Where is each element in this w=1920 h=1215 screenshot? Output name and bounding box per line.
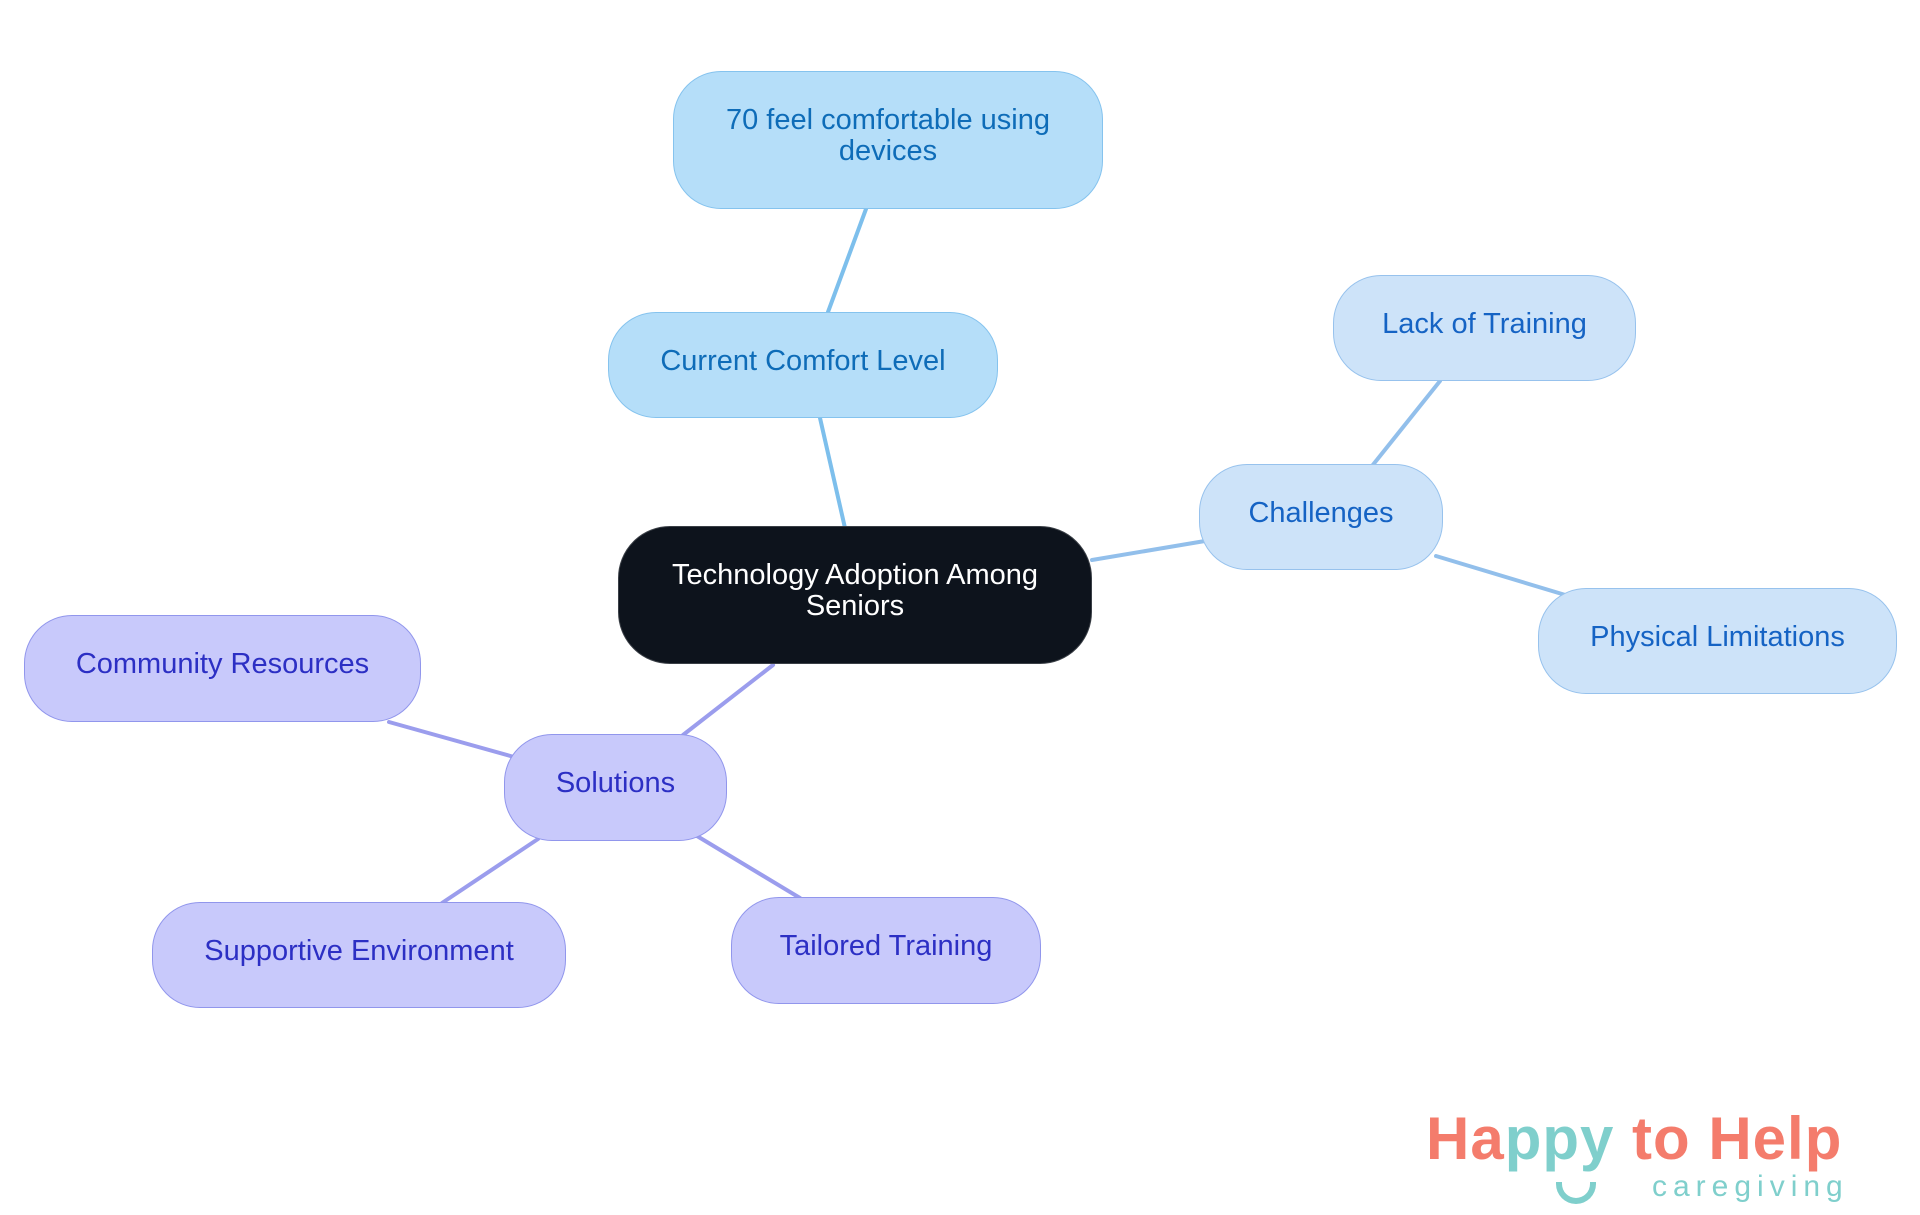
node-supportive-environment[interactable]: Supportive Environment (152, 902, 566, 1008)
node-label: Solutions (555, 767, 676, 799)
node-label: Physical Limitations (1590, 620, 1845, 653)
edge-solutions-tailored (695, 834, 802, 900)
edge-challenges-lack (1370, 379, 1442, 468)
node-challenges[interactable]: Challenges (1199, 464, 1443, 570)
edge-solutions-supportive (440, 837, 540, 905)
smile-icon (1556, 1182, 1596, 1204)
node-solutions[interactable]: Solutions (504, 734, 727, 841)
edge-challenges-physical (1434, 554, 1574, 599)
node-label: Current Comfort Level (660, 344, 946, 377)
node-community-resources[interactable]: Community Resources (24, 615, 421, 722)
logo-wordmark: Happy to Help (1426, 1105, 1843, 1172)
node-label: 70 feel comfortable using devices (725, 104, 1051, 167)
node-label: Challenges (1248, 496, 1394, 529)
node-label: Tailored Training (779, 930, 993, 962)
edge-root-comfort (818, 416, 847, 530)
node-comfort-statistic[interactable]: 70 feel comfortable using devices (673, 71, 1103, 209)
node-label: Lack of Training (1382, 307, 1587, 340)
happy-to-help-logo: Happy to Help caregiving (1426, 1104, 1896, 1214)
node-label: Community Resources (75, 648, 370, 680)
node-lack-of-training[interactable]: Lack of Training (1333, 275, 1636, 381)
edge-solutions-community (387, 720, 516, 759)
node-physical-limitations[interactable]: Physical Limitations (1538, 588, 1897, 694)
logo-subtitle: caregiving (1652, 1170, 1849, 1203)
edge-root-solutions (681, 663, 775, 737)
node-tailored-training[interactable]: Tailored Training (731, 897, 1041, 1004)
root-node-label: Technology Adoption Among Seniors (672, 559, 1038, 622)
node-current-comfort-level[interactable]: Current Comfort Level (608, 312, 998, 418)
node-label: Supportive Environment (204, 934, 514, 967)
root-node[interactable]: Technology Adoption Among Seniors (618, 526, 1092, 664)
edge-root-challenges (1090, 539, 1207, 562)
edge-comfort-stat (826, 207, 868, 314)
